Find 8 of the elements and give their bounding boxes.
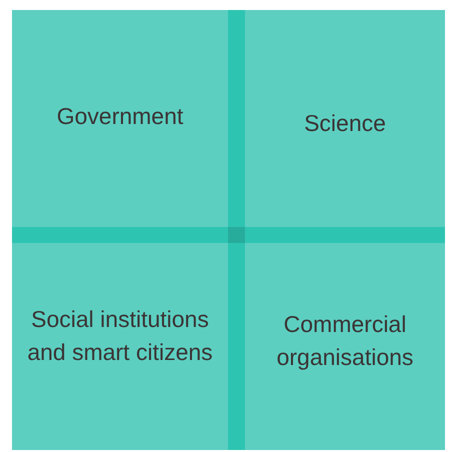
quadrant-box xyxy=(245,10,445,227)
quadrant-label: Government xyxy=(56,102,184,131)
quadrant-label: Social institutions and smart citizens xyxy=(26,305,214,367)
quadrant-label: Science xyxy=(303,109,387,138)
quadrant-label: Commercial organisations xyxy=(276,310,414,372)
quadrant-box xyxy=(12,243,228,450)
quadrant-box xyxy=(12,10,228,227)
quadrant-box xyxy=(245,243,445,450)
